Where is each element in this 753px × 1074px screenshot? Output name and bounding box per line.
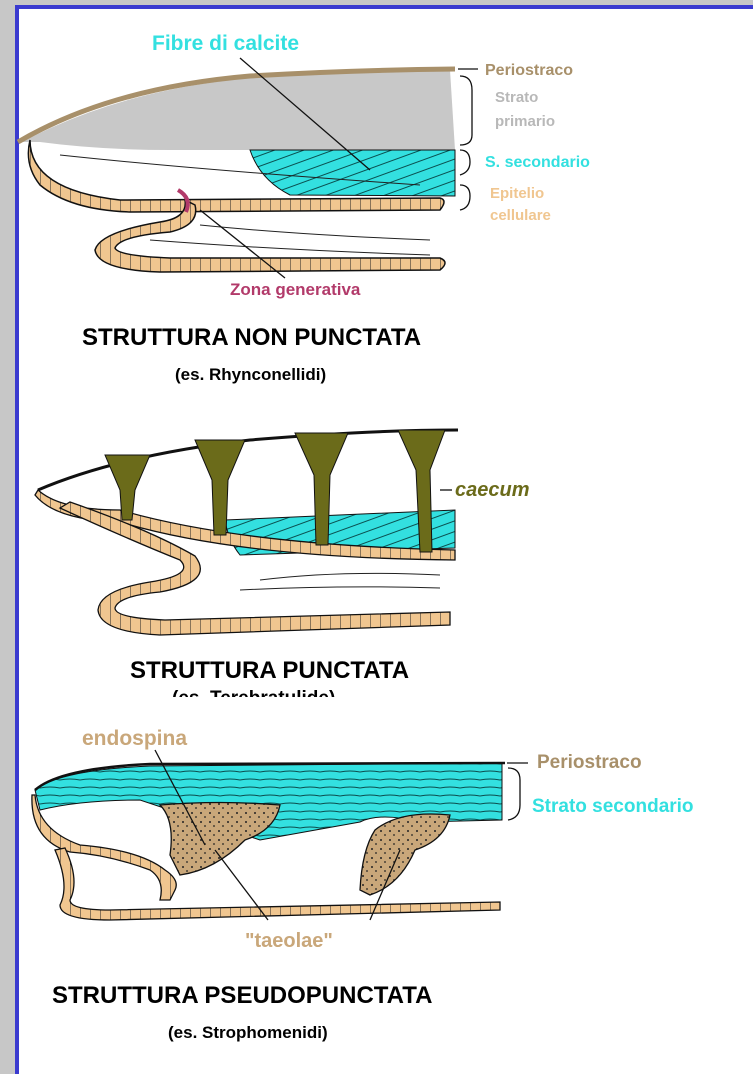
fig2-diagram: [35, 430, 458, 635]
fig1-epitelio-label: Epitelio: [490, 185, 544, 202]
fig1-fibre-line: [150, 240, 430, 255]
fig3-epithelium-upper: [32, 795, 176, 900]
fig3-secondary-bracket: [508, 768, 520, 820]
fig1-strato-label: Strato: [495, 89, 538, 106]
fig2-subtitle-cut: [100, 697, 460, 717]
fig1-zona-label: Zona generativa: [230, 280, 361, 299]
fig1-subtitle: (es. Rhynconellidi): [175, 365, 326, 384]
fig2-title: STRUTTURA PUNCTATA: [130, 657, 409, 684]
fig3-title: STRUTTURA PSEUDOPUNCTATA: [52, 982, 432, 1009]
fig1-primario-label: primario: [495, 113, 555, 130]
fig2-fibre-line: [240, 587, 440, 590]
fig1-primary-bracket: [460, 76, 472, 145]
fig1-secondario-label: S. secondario: [485, 154, 590, 171]
fig3-endospina-label: endospina: [82, 727, 187, 750]
fig1-secondary-layer: [250, 150, 455, 196]
fig1-periostraco-label: Periostraco: [485, 62, 573, 79]
fig1-epithelium-bracket: [460, 185, 470, 210]
fig3-endospine: [360, 814, 450, 895]
fig2-fibre-line: [260, 573, 440, 580]
fig2-shell-outline: [38, 430, 458, 490]
fig3-taeolae-label: "taeolae": [245, 930, 333, 952]
fig1-title: STRUTTURA NON PUNCTATA: [82, 324, 421, 351]
fig1-secondary-bracket: [460, 150, 470, 175]
fig3-periostraco-label: Periostraco: [537, 752, 642, 773]
fig1-diagram: [18, 58, 478, 278]
fig1-cellulare-label: cellulare: [490, 207, 551, 224]
fig1-fibre-label: Fibre di calcite: [152, 32, 299, 55]
fig3-subtitle: (es. Strophomenidi): [168, 1023, 328, 1042]
fig3-diagram: [32, 750, 528, 920]
fig2-caecum-label: caecum: [455, 479, 530, 501]
fig3-strato-secondario-label: Strato secondario: [532, 796, 694, 817]
